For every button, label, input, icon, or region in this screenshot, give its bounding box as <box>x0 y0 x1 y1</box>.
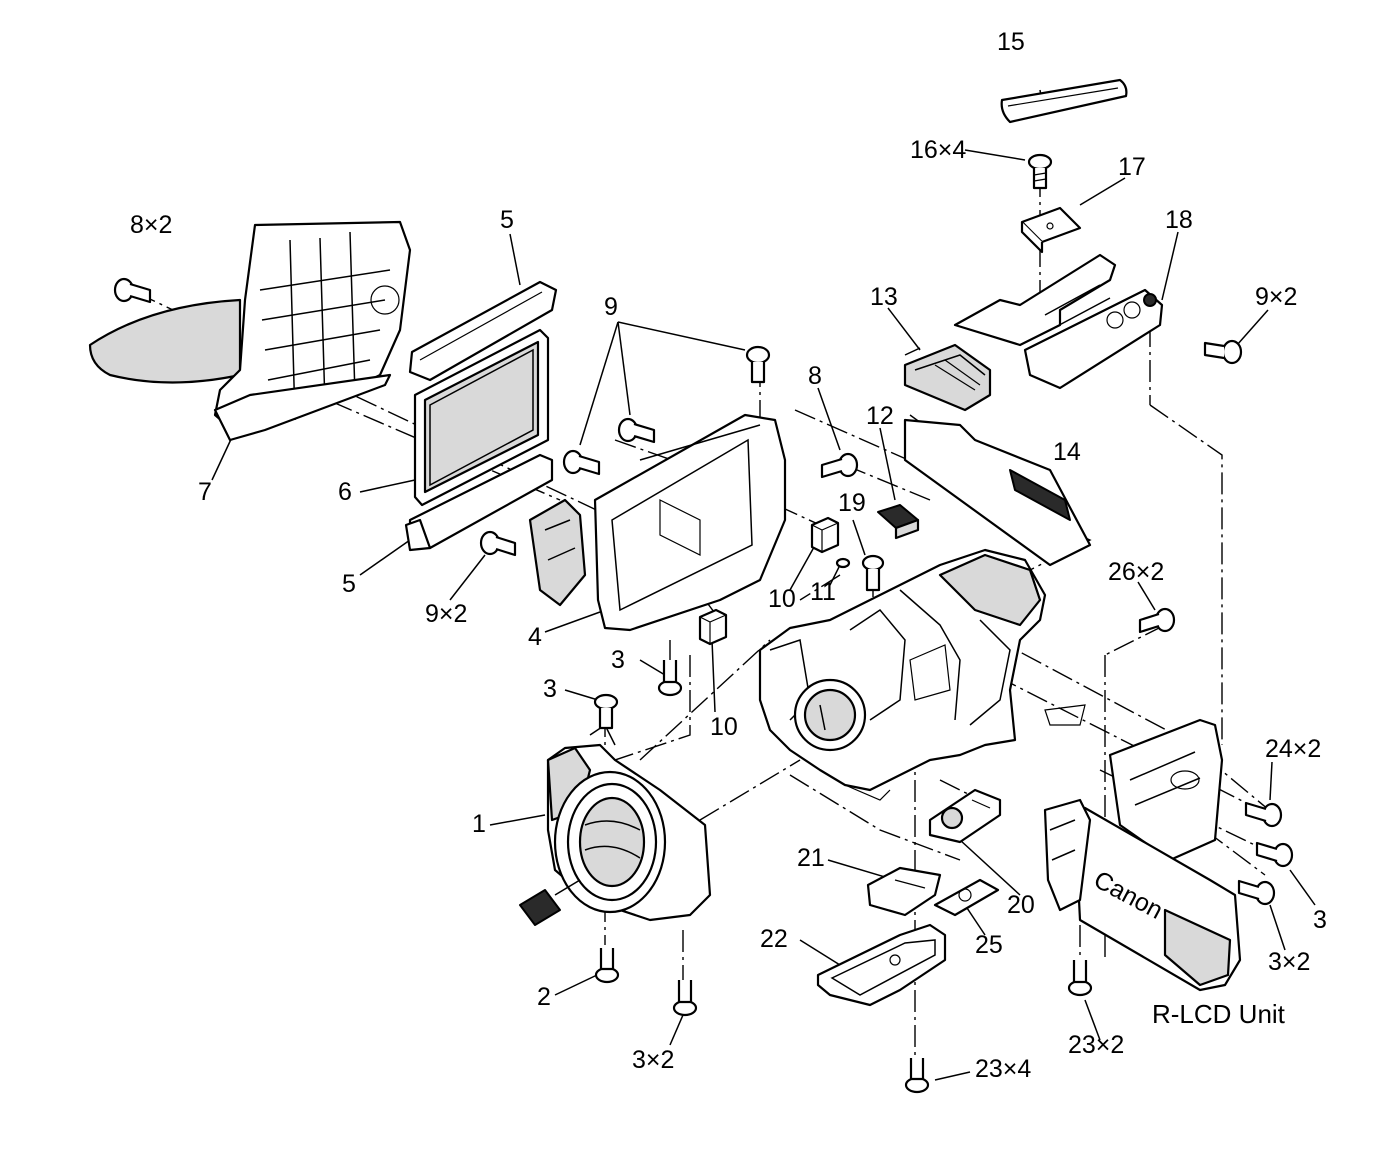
part-3x2-screw-bottom <box>672 980 698 1017</box>
part-8-screw-center <box>820 452 859 479</box>
callout-20: 20 <box>1007 891 1035 919</box>
callout-18: 18 <box>1165 206 1193 234</box>
part-25-plate <box>933 878 1000 917</box>
part-17-bracket <box>1020 206 1082 254</box>
part-3-screw-a <box>593 693 619 730</box>
part-5-bottom-frame <box>404 453 554 552</box>
part-3x2-screw-right <box>1237 879 1276 906</box>
part-5-top-frame <box>408 280 558 382</box>
callout-16x4: 16×4 <box>910 136 966 164</box>
callout-4: 4 <box>528 623 542 651</box>
part-12-connector <box>877 504 920 540</box>
callout-labels: 15 16×4 17 18 9×2 8×2 5 9 13 8 12 14 7 6… <box>130 28 1327 1083</box>
part-8-screw-left <box>113 277 152 304</box>
callout-17: 17 <box>1118 153 1146 181</box>
callout-23x2: 23×2 <box>1068 1031 1124 1059</box>
callout-22: 22 <box>760 925 788 953</box>
part-9-screw-c <box>562 449 601 476</box>
callout-8: 8 <box>808 362 822 390</box>
callout-11: 11 <box>810 578 836 606</box>
part-front-grip-piece <box>528 498 587 607</box>
callout-5-bottom: 5 <box>342 570 356 598</box>
part-20-board <box>928 788 1002 844</box>
part-26-screw <box>1138 607 1176 634</box>
part-3-screw-right <box>1255 841 1294 868</box>
callout-14: 14 <box>1053 438 1081 466</box>
part-10-cube-bottom <box>698 608 728 646</box>
callout-25: 25 <box>975 931 1003 959</box>
callout-1: 1 <box>472 810 486 838</box>
part-10-cube-top <box>810 516 840 554</box>
part-16-screw <box>1027 153 1053 190</box>
callout-3-left: 3 <box>543 675 557 703</box>
callout-15: 15 <box>997 28 1025 56</box>
part-3-screw-b <box>657 660 683 697</box>
part-9-screw-a <box>745 345 771 384</box>
callout-9x2-right: 9×2 <box>1255 283 1297 311</box>
part-4-chassis-frame <box>593 413 787 632</box>
callout-13: 13 <box>870 283 898 311</box>
callout-3x2-right: 3×2 <box>1268 948 1310 976</box>
part-9-screw-left-bottom <box>479 530 517 557</box>
callout-26x2: 26×2 <box>1108 558 1164 586</box>
part-6-lcd-panel <box>413 328 550 507</box>
callout-24x2: 24×2 <box>1265 735 1321 763</box>
part-22-bottom-plate <box>816 923 947 1007</box>
part-2-screw <box>594 948 620 984</box>
callout-21: 21 <box>797 844 825 872</box>
callout-9x2-left: 9×2 <box>425 600 467 628</box>
callout-5-top: 5 <box>500 206 514 234</box>
part-main-body <box>758 548 1086 801</box>
part-14-flex-panel <box>903 418 1092 567</box>
callout-10-top: 10 <box>768 585 796 613</box>
callout-12: 12 <box>866 402 894 430</box>
callout-7: 7 <box>198 478 212 506</box>
part-9-screw-right <box>1203 339 1243 365</box>
part-23x2-screw <box>1067 960 1093 997</box>
part-23x4-screw <box>904 1058 930 1094</box>
callout-3-mid: 3 <box>611 646 625 674</box>
part-7-side-panel <box>88 220 412 442</box>
part-21-sheet <box>866 866 942 917</box>
part-1-lens-cover <box>519 723 712 926</box>
part-9-screw-b <box>617 417 656 444</box>
r-lcd-unit-label: R-LCD Unit <box>1152 999 1286 1029</box>
part-13-switch-unit <box>903 343 992 412</box>
callout-6: 6 <box>338 478 352 506</box>
part-11-small-clip <box>835 557 851 569</box>
callout-19: 19 <box>838 489 866 517</box>
callout-23x4: 23×4 <box>975 1055 1031 1083</box>
part-18-handle-assembly <box>953 253 1164 390</box>
callout-2: 2 <box>537 983 551 1011</box>
leader-lines <box>211 89 1316 1081</box>
callout-9: 9 <box>604 293 618 321</box>
callout-3x2-bottom: 3×2 <box>632 1046 674 1074</box>
callout-3-right: 3 <box>1313 906 1327 934</box>
part-24-screw <box>1244 801 1283 828</box>
part-19-screw <box>861 554 885 592</box>
callout-10-bottom: 10 <box>710 713 738 741</box>
callout-8x2: 8×2 <box>130 211 172 239</box>
part-15-top-cover <box>1000 78 1128 124</box>
part-r-lcd-unit: Canon <box>1043 718 1242 992</box>
